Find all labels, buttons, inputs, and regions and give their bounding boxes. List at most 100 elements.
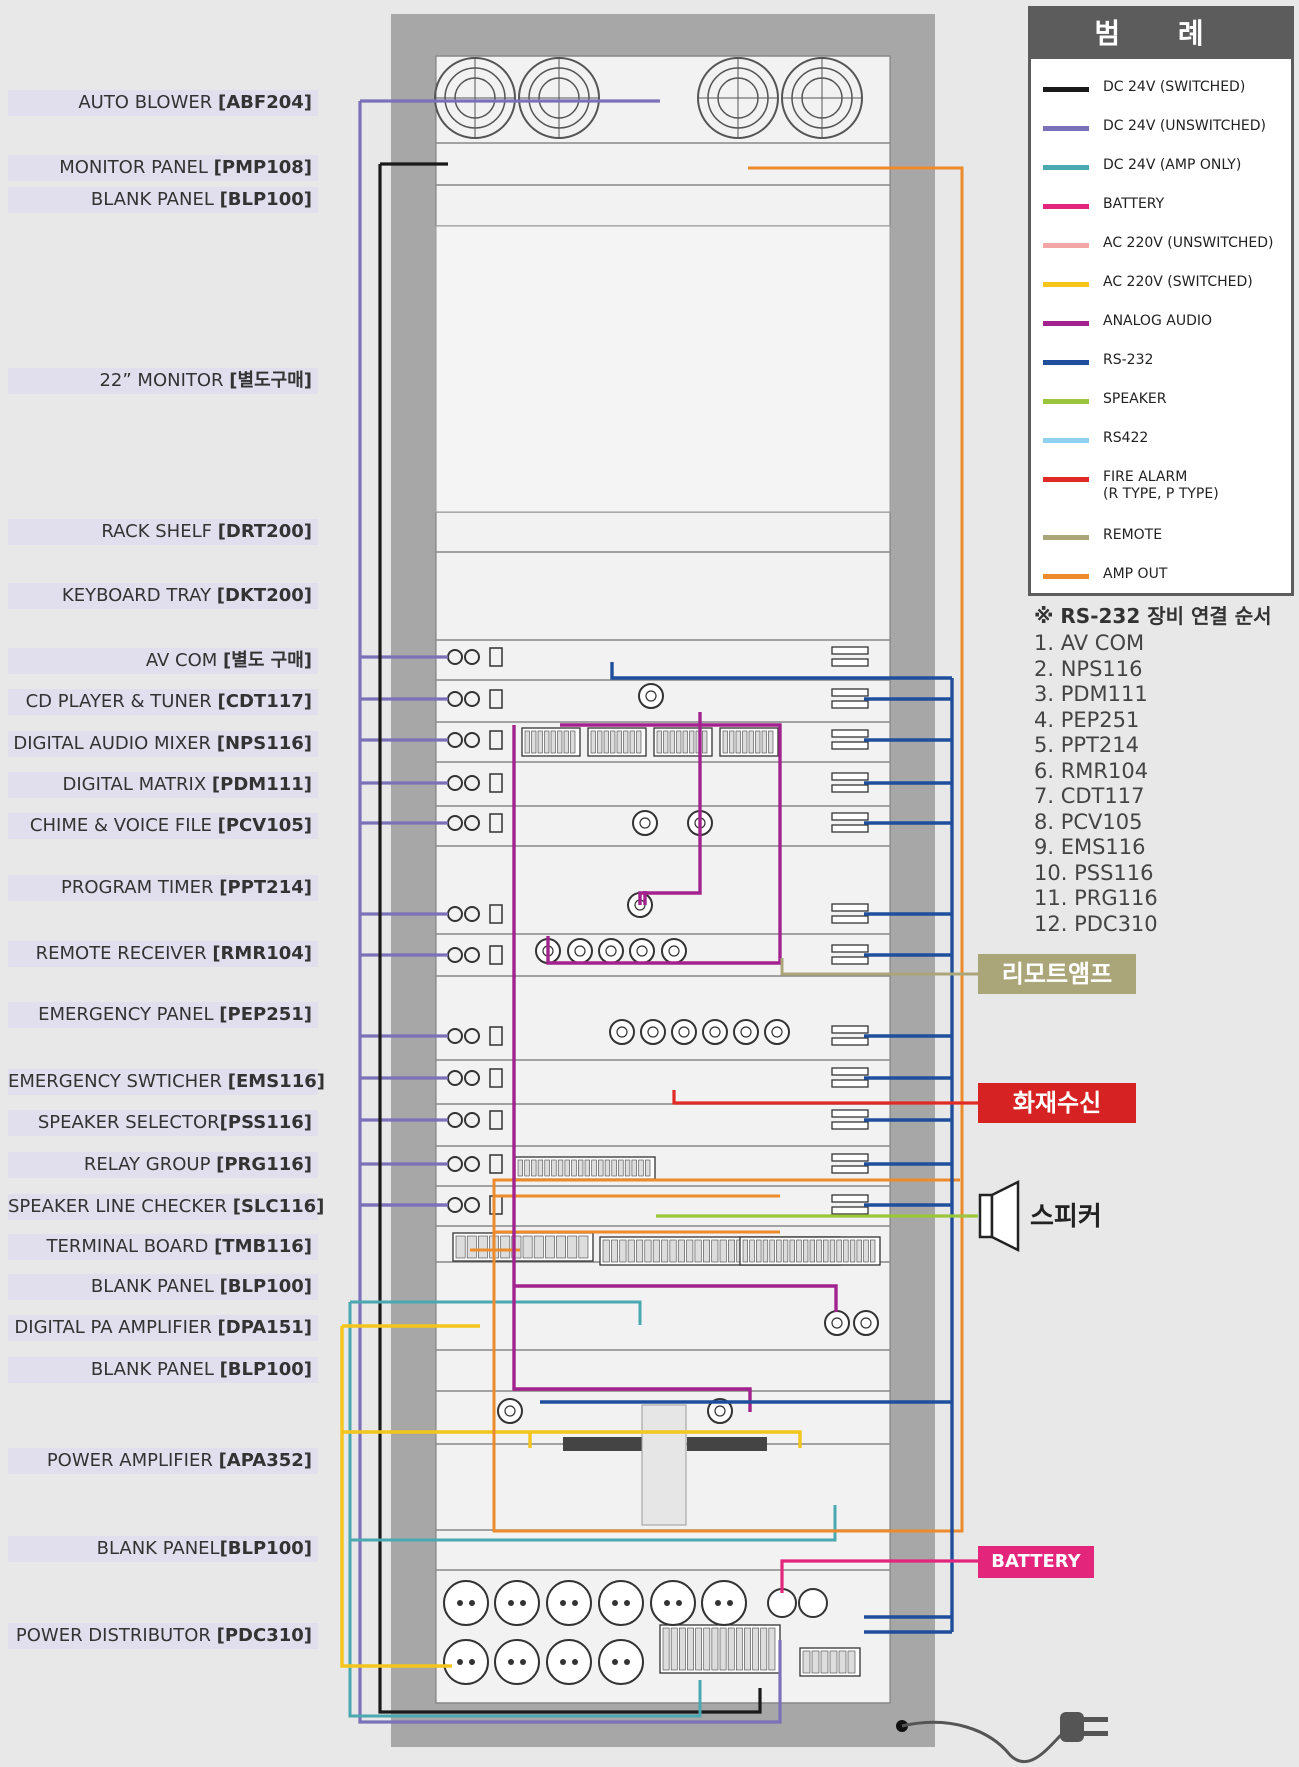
outlet-icon [598, 1639, 644, 1685]
wire-rs232 [610, 662, 952, 680]
terminal-pin [517, 1159, 523, 1177]
rs232-order-item: 11. PRG116 [1034, 886, 1158, 910]
outlet-icon [494, 1639, 540, 1685]
outlet-icon [546, 1639, 592, 1685]
device-name: DIGITAL AUDIO MIXER [13, 733, 217, 754]
xlr-jack-icon [605, 945, 617, 957]
device-model: [DRT200] [217, 521, 312, 542]
wire-dc24v-amp-only [350, 1505, 837, 1542]
db9-icon [831, 1206, 869, 1215]
db9-icon [831, 688, 869, 697]
terminal-pin [656, 730, 662, 754]
outlet-icon [546, 1580, 592, 1626]
wire-analog-audio [638, 725, 702, 905]
terminal-pin [544, 730, 550, 754]
legend-label-text: SPEAKER [1103, 391, 1167, 407]
legend-label: AC 220V (UNSWITCHED) [1103, 235, 1299, 252]
terminal-pin [762, 1239, 769, 1263]
legend-swatch [1043, 321, 1089, 326]
xlr-jack-icon [645, 690, 657, 702]
terminal-pin [603, 730, 609, 754]
legend-label-text: DC 24V (SWITCHED) [1103, 79, 1246, 95]
device-label: REMOTE RECEIVER [RMR104] [8, 941, 318, 967]
db9-icon [831, 658, 869, 667]
terminal-pin [644, 1159, 651, 1177]
legend-swatch [1043, 204, 1089, 209]
legend-label: REMOTE [1103, 527, 1299, 544]
terminal-pin [631, 1159, 637, 1177]
xlr-jack-icon [771, 1026, 783, 1038]
wire-amp-out [492, 166, 964, 1533]
wire-analog-audio [546, 723, 782, 965]
terminal-pin [702, 1239, 710, 1263]
device-label: SPEAKER LINE CHECKER [SLC116] [8, 1194, 324, 1220]
xlr-jack-icon [497, 1398, 523, 1424]
legend-swatch [1043, 574, 1089, 579]
xlr-jack-icon [678, 1026, 690, 1038]
terminal-pin [768, 730, 774, 754]
rs232-order-item: 3. PDM111 [1034, 682, 1148, 706]
outlet-icon [494, 1580, 540, 1626]
terminal-pin [623, 730, 629, 754]
device-name: EMERGENCY PANEL [38, 1004, 220, 1025]
terminal-pin [511, 1235, 522, 1259]
xlr-jack-icon [702, 1019, 728, 1045]
battery-terminal-icon [798, 1588, 828, 1618]
terminal-pin [677, 1239, 685, 1263]
device-label: AV COM [별도 구매] [8, 648, 318, 674]
outlet-pin [508, 1659, 514, 1665]
outlet-icon [701, 1580, 747, 1626]
terminal-pin [756, 1239, 762, 1263]
legend-label-text: AMP OUT [1103, 566, 1168, 582]
connector-icon [464, 1070, 480, 1086]
device-name: REMOTE RECEIVER [35, 943, 213, 964]
terminal-pin [748, 730, 754, 754]
db9-icon [831, 903, 869, 912]
terminal-pin [567, 1235, 578, 1259]
db9-icon [831, 1165, 869, 1174]
terminal-pin [616, 730, 622, 754]
db9-icon [831, 956, 869, 965]
outlet-pin [715, 1600, 721, 1606]
speaker-icon [978, 1193, 994, 1239]
terminal-pin [719, 1627, 727, 1671]
connector-icon [464, 1156, 480, 1172]
terminal-pin [742, 1239, 748, 1263]
xlr-jack-icon [764, 1019, 790, 1045]
db9-icon [831, 1194, 869, 1203]
device-label: POWER DISTRIBUTOR [PDC310] [8, 1623, 318, 1649]
terminal-pin [544, 1159, 550, 1177]
db9-icon [831, 824, 869, 833]
terminal-pin [869, 1239, 876, 1263]
rs232-order-title: ※ RS-232 장비 연결 순서 [1034, 604, 1272, 628]
xlr-jack-icon [647, 1026, 659, 1038]
terminal-pin [789, 1239, 795, 1263]
connector-icon [464, 815, 480, 831]
device-name: POWER DISTRIBUTOR [15, 1625, 217, 1646]
terminal-pin [727, 1627, 735, 1671]
connector-icon [464, 906, 480, 922]
legend-label: RS-232 [1103, 352, 1299, 369]
outlet-icon [598, 1580, 644, 1626]
power-cord [901, 1720, 1068, 1764]
terminal-pin [522, 1235, 533, 1259]
connector-icon [464, 649, 480, 665]
device-model: [별도구매] [229, 370, 312, 391]
battery-terminal-icon [767, 1588, 797, 1618]
xlr-jack-icon [616, 1026, 628, 1038]
terminal-pin [838, 1650, 847, 1674]
db9-icon [831, 1121, 869, 1130]
terminal-pin [694, 1239, 702, 1263]
rs232-order-item: 5. PPT214 [1034, 733, 1139, 757]
terminal-pin [847, 1650, 856, 1674]
rs232-order-item: 4. PEP251 [1034, 707, 1140, 732]
terminal-pin [591, 1159, 597, 1177]
terminal-pin [802, 1239, 809, 1263]
wire-dc24v-amp-only [348, 1302, 702, 1718]
switch-icon [489, 730, 503, 750]
terminal-pin [829, 1650, 838, 1674]
xlr-jack-icon [504, 1405, 516, 1417]
device-label: DIGITAL AUDIO MIXER [NPS116] [8, 731, 318, 757]
terminal-pin [602, 1239, 610, 1263]
